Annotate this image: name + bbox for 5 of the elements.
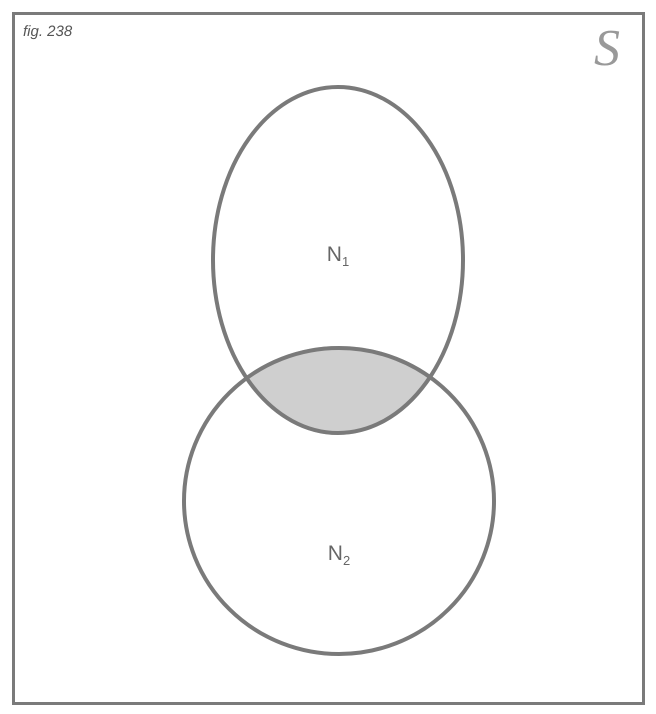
set-label: N$_{1}$: [326, 243, 350, 270]
set-label: N$_{2}$: [328, 542, 350, 568]
set-label: S: [594, 19, 620, 78]
figure-number: fig. 238: [23, 23, 72, 40]
universal-set-frame: [12, 12, 645, 705]
